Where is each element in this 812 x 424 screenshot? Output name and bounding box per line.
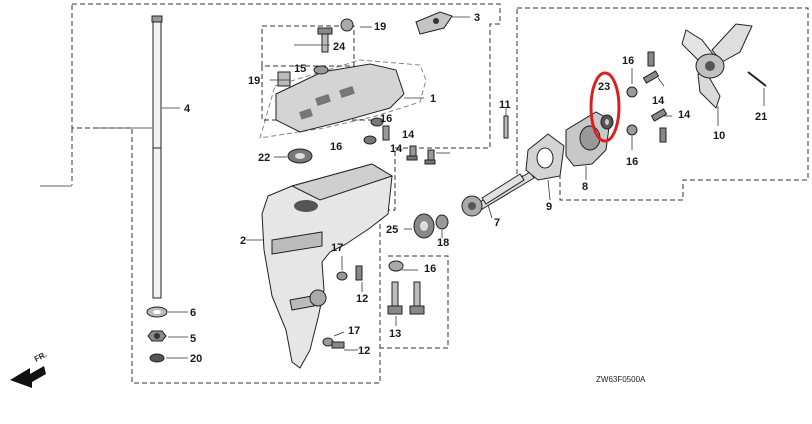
callout-12: 12: [356, 293, 368, 305]
callout-labels: 1234567891011121213141414141516161616161…: [33, 12, 768, 384]
front-direction-marker: [10, 366, 46, 388]
callout-25: 25: [386, 224, 398, 236]
callout-2: 2: [240, 235, 246, 247]
shaft-hardware: [146, 306, 188, 363]
lower-bolts: [322, 256, 425, 351]
highlight-circle: [589, 71, 621, 143]
callout-4: 4: [184, 103, 191, 115]
callout-14: 14: [390, 143, 403, 155]
propeller: [681, 23, 753, 126]
callout-16: 16: [424, 263, 436, 275]
bearing-holder: [525, 111, 611, 201]
cotter-pin: [747, 71, 767, 106]
callout-8: 8: [582, 181, 588, 193]
callout-9: 9: [546, 201, 552, 213]
callout-21: 21: [755, 111, 767, 123]
callout-10: 10: [713, 130, 725, 142]
callout-22: 22: [258, 152, 270, 164]
anode: [415, 11, 470, 35]
anti-cavitation-plate: [275, 63, 424, 133]
drive-shaft: [40, 15, 180, 299]
callout-19: 19: [248, 75, 260, 87]
callout-15: 15: [294, 63, 306, 75]
front-marker-label: FR.: [33, 350, 49, 364]
gear-case: [246, 163, 394, 369]
propeller-shaft: [461, 171, 535, 219]
callout-11: 11: [499, 99, 511, 111]
callout-1: 1: [430, 93, 436, 105]
callout-3: 3: [474, 12, 480, 24]
callout-6: 6: [190, 307, 196, 319]
bearing-holder-bolts: [626, 51, 672, 150]
callout-7: 7: [494, 217, 500, 229]
callout-16: 16: [626, 156, 638, 168]
callout-14: 14: [652, 95, 665, 107]
bearing: [404, 213, 449, 239]
diagram-code: ZW63F0500A: [596, 375, 646, 384]
oil-seal-23: [600, 114, 614, 130]
callout-16: 16: [622, 55, 634, 67]
callout-14: 14: [678, 109, 691, 121]
callout-13: 13: [389, 328, 401, 340]
callout-17: 17: [331, 242, 343, 254]
callout-18: 18: [437, 237, 449, 249]
callout-19: 19: [374, 21, 386, 33]
callout-24: 24: [333, 41, 346, 53]
bolts: [270, 18, 450, 165]
callout-5: 5: [190, 333, 196, 345]
callout-12: 12: [358, 345, 370, 357]
callout-17: 17: [348, 325, 360, 337]
callout-20: 20: [190, 353, 202, 365]
callout-14: 14: [402, 129, 415, 141]
callout-23: 23: [598, 81, 610, 93]
callout-16: 16: [330, 141, 342, 153]
callout-16: 16: [380, 113, 392, 125]
shear-pin: [503, 108, 509, 139]
